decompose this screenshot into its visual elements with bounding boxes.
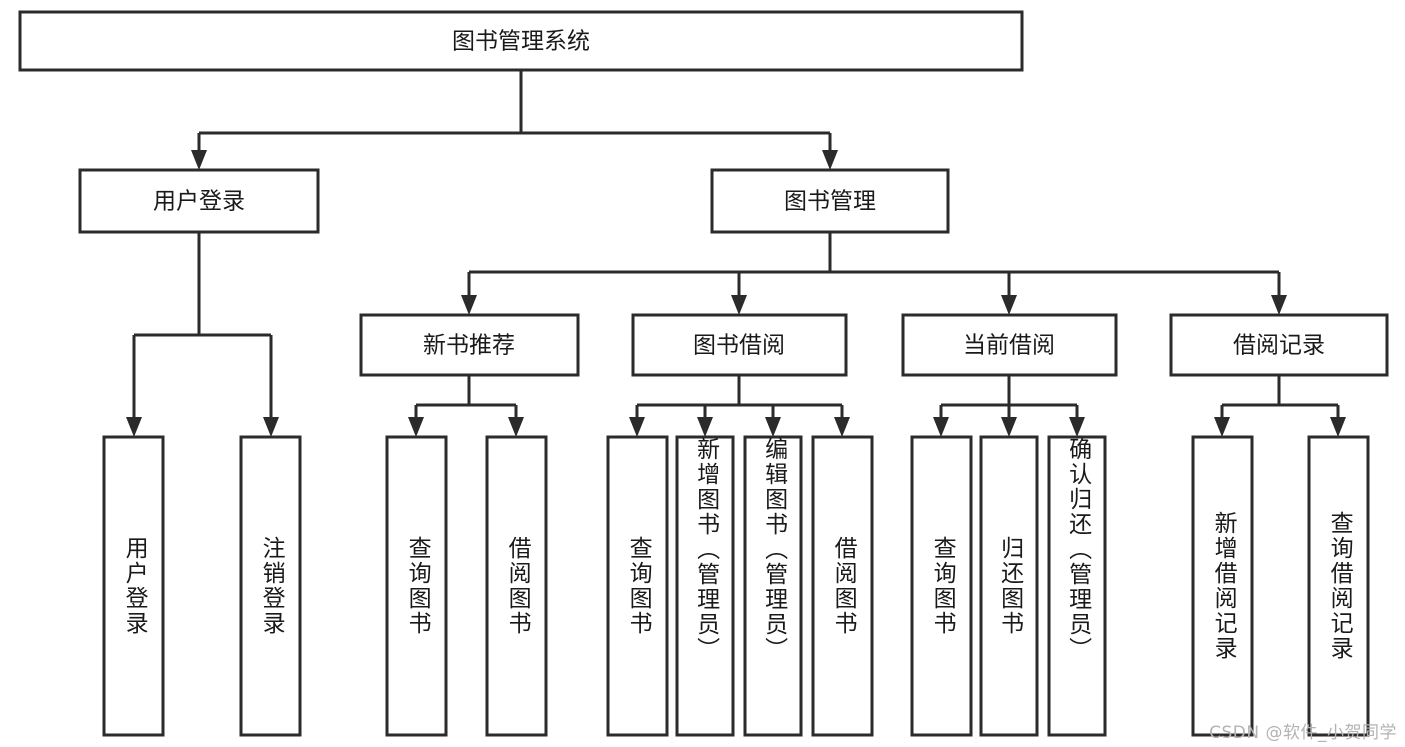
arrow-head-current-borrow xyxy=(1001,295,1017,315)
node-current-borrow-box xyxy=(901,313,1118,377)
leaf-box-book-borrow-2[interactable] xyxy=(743,435,803,737)
connector-group-new-book-leaves xyxy=(408,375,524,437)
node-book-manage-box xyxy=(710,168,950,234)
leaf-box-user-login-1[interactable] xyxy=(239,435,302,737)
node-user-login-label: 用户登录 xyxy=(153,189,245,215)
arrow-head-cb-leaf1 xyxy=(933,417,949,437)
node-new-book-recommend[interactable]: 新书推荐 xyxy=(359,313,580,377)
node-root-system-box xyxy=(18,10,1024,72)
connector-group-root xyxy=(191,70,838,170)
arrow-head-nb-leaf1 xyxy=(408,417,424,437)
node-current-borrow-label: 当前借阅 xyxy=(963,333,1055,359)
node-user-login-box xyxy=(78,168,320,234)
node-book-borrow-box xyxy=(631,313,848,377)
csdn-watermark: CSDN @软件_小贺同学 xyxy=(1209,723,1397,743)
leaf-box-borrow-record-0[interactable] xyxy=(1191,435,1254,737)
connector-group-borrow-record-leaves xyxy=(1214,375,1346,437)
leaf-box-current-borrow-1[interactable] xyxy=(979,435,1039,737)
node-new-book-recommend-box xyxy=(359,313,580,377)
node-new-book-recommend-label: 新书推荐 xyxy=(423,333,515,359)
leaf-box-book-borrow-0[interactable] xyxy=(606,435,669,737)
connector-group-user-login-leaves xyxy=(126,232,279,437)
leaf-box-current-borrow-0[interactable] xyxy=(910,435,973,737)
node-root-system[interactable]: 图书管理系统 xyxy=(18,10,1024,72)
arrow-head-book-manage xyxy=(822,150,838,170)
arrow-head-borrow-record xyxy=(1271,295,1287,315)
arrow-head-user-login xyxy=(191,150,207,170)
arrow-head-bb-leaf3 xyxy=(765,417,781,437)
node-book-manage-label: 图书管理 xyxy=(784,189,876,215)
arrow-head-br-leaf2 xyxy=(1330,417,1346,437)
node-book-borrow-label: 图书借阅 xyxy=(693,333,785,359)
arrow-head-bb-leaf2 xyxy=(697,417,713,437)
connector-group-book-borrow-leaves xyxy=(629,375,850,437)
leaf-box-borrow-record-1[interactable] xyxy=(1307,435,1370,737)
node-borrow-record-label: 借阅记录 xyxy=(1233,333,1325,359)
arrow-head-book-borrow xyxy=(731,295,747,315)
node-book-manage[interactable]: 图书管理 xyxy=(710,168,950,234)
node-borrow-record-box xyxy=(1169,313,1389,377)
node-root-system-label: 图书管理系统 xyxy=(452,29,590,55)
arrow-head-bb-leaf1 xyxy=(629,417,645,437)
connector-group-current-borrow-leaves xyxy=(933,375,1085,437)
arrow-head-ul-leaf1 xyxy=(126,417,142,437)
arrow-head-cb-leaf2 xyxy=(1001,417,1017,437)
arrow-head-br-leaf1 xyxy=(1214,417,1230,437)
leaf-box-current-borrow-2[interactable] xyxy=(1047,435,1107,737)
leaf-box-user-login-0[interactable] xyxy=(102,435,165,737)
connector-group-book-manage xyxy=(461,232,1287,315)
node-current-borrow[interactable]: 当前借阅 xyxy=(901,313,1118,377)
node-user-login[interactable]: 用户登录 xyxy=(78,168,320,234)
node-borrow-record[interactable]: 借阅记录 xyxy=(1169,313,1389,377)
leaf-box-new-book-1[interactable] xyxy=(485,435,548,737)
leaf-box-book-borrow-3[interactable] xyxy=(811,435,874,737)
leaf-box-new-book-0[interactable] xyxy=(385,435,448,737)
arrow-head-new-book xyxy=(461,295,477,315)
arrow-head-cb-leaf3 xyxy=(1069,417,1085,437)
leaf-box-book-borrow-1[interactable] xyxy=(675,435,735,737)
arrow-head-bb-leaf4 xyxy=(834,417,850,437)
node-book-borrow[interactable]: 图书借阅 xyxy=(631,313,848,377)
arrow-head-ul-leaf2 xyxy=(263,417,279,437)
arrow-head-nb-leaf2 xyxy=(508,417,524,437)
